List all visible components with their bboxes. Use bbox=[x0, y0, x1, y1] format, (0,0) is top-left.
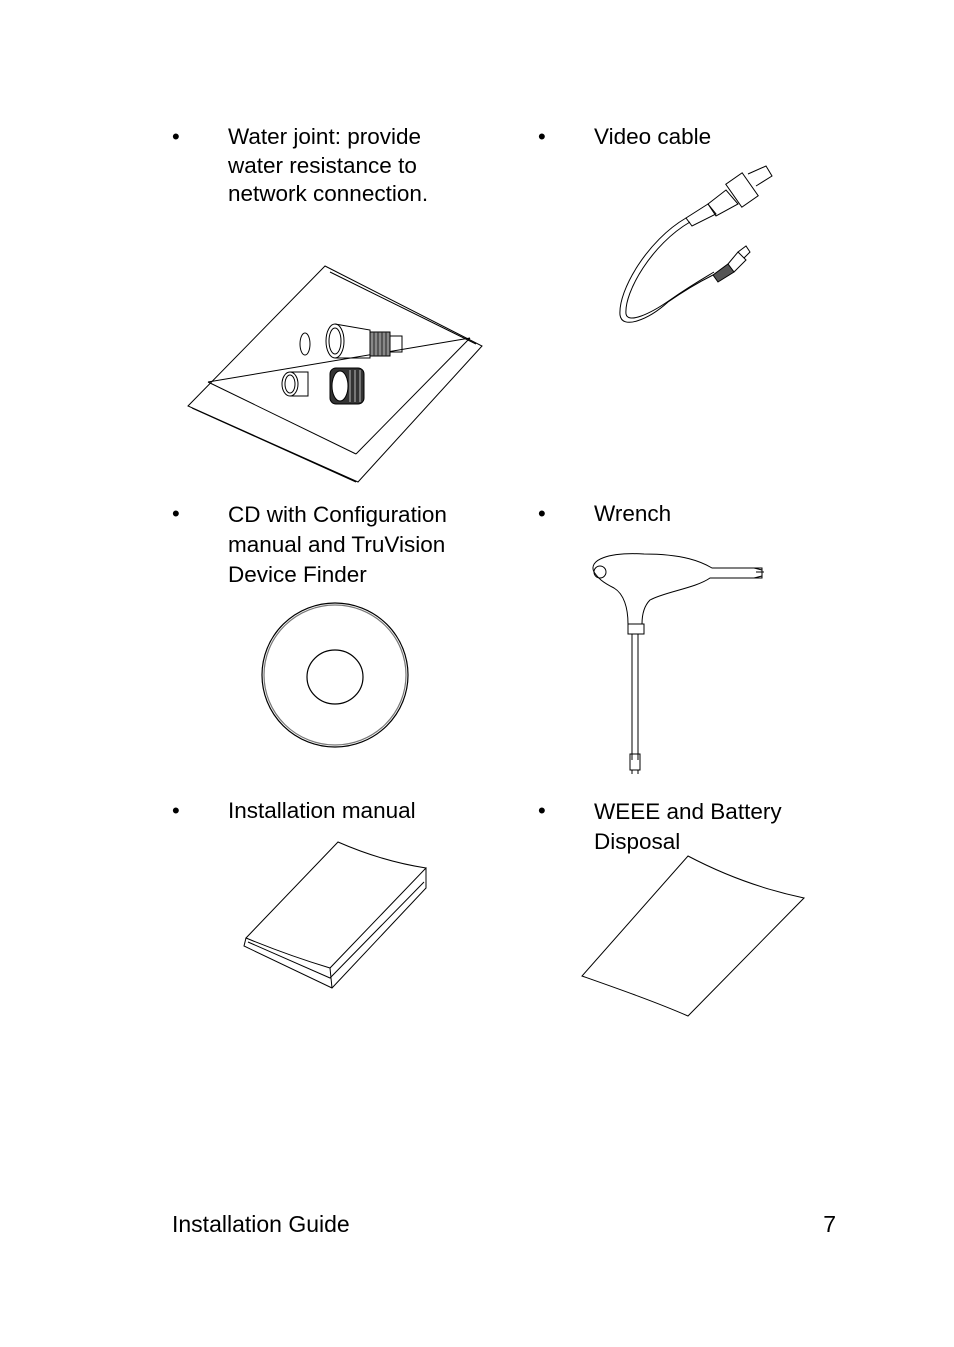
item-label-line: water resistance to bbox=[228, 152, 417, 178]
bullet: • bbox=[172, 798, 180, 823]
bullet: • bbox=[538, 501, 546, 526]
item-label-line: Water joint: provide bbox=[228, 124, 421, 149]
water-joint-kit-bag-icon bbox=[180, 258, 490, 490]
item-label: Video cable bbox=[594, 123, 711, 152]
item-label-line: Disposal bbox=[594, 829, 681, 854]
bullet: • bbox=[538, 124, 546, 149]
cd-disc-icon bbox=[258, 600, 414, 750]
video-cable-icon bbox=[608, 160, 778, 330]
footer-page-number: 7 bbox=[823, 1211, 836, 1237]
item-label-line: Wrench bbox=[594, 501, 672, 526]
item-label-line: CD with Configuration bbox=[228, 502, 447, 527]
item-label-line: manual and TruVision bbox=[228, 532, 446, 557]
item-label-line: Video cable bbox=[594, 124, 712, 149]
torx-wrench-icon bbox=[584, 548, 774, 774]
item-label: Wrench bbox=[594, 500, 671, 529]
item-label: Water joint: provide water resistance to… bbox=[228, 123, 428, 209]
item-label: Installation manual bbox=[228, 797, 416, 826]
bullet: • bbox=[172, 501, 180, 526]
item-label-line: Device Finder bbox=[228, 562, 367, 587]
bullet: • bbox=[538, 798, 546, 823]
weee-disposal-sheet-icon bbox=[576, 852, 808, 1020]
item-label-line: network connection. bbox=[228, 181, 429, 206]
item-label-line: Installation manual bbox=[228, 798, 416, 823]
item-label-line: WEEE and Battery bbox=[594, 799, 782, 824]
footer-document-title: Installation Guide bbox=[172, 1211, 350, 1237]
bullet: • bbox=[172, 124, 180, 149]
item-label: CD with Configuration manual and TruVisi… bbox=[228, 500, 447, 590]
installation-manual-booklet-icon bbox=[240, 838, 432, 998]
item-label: WEEE and Battery Disposal bbox=[594, 797, 782, 857]
